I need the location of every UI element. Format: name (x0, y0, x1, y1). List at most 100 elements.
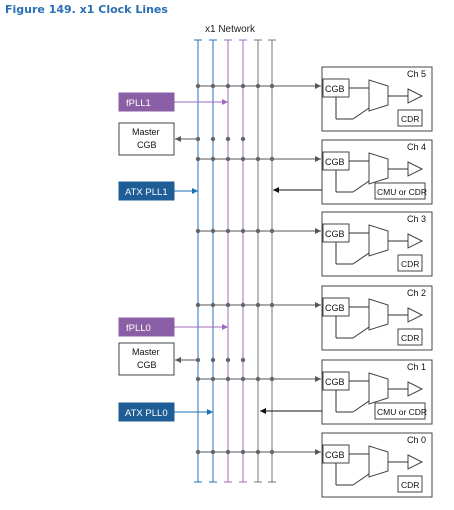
tap-dot (225, 449, 231, 455)
tap-dot (255, 302, 261, 308)
wire (352, 473, 370, 486)
tap-dot (269, 228, 275, 234)
tap-dot (269, 156, 275, 162)
mux-shape (368, 224, 389, 257)
tap-dot (240, 156, 246, 162)
master-cgb-0-dot (210, 357, 216, 363)
atx-pll0-block (118, 402, 175, 422)
master-cgb-0-label-1: Master (132, 347, 160, 357)
master-cgb-1-dot (240, 136, 246, 142)
cmu-cdr-label: CMU or CDR (377, 407, 427, 417)
cdr-label: CDR (401, 259, 419, 269)
tap-dot (255, 228, 261, 234)
wire (352, 326, 370, 339)
cgb-label: CGB (325, 377, 345, 387)
master-cgb-0-dot (225, 357, 231, 363)
master-cgb-1-label-1: Master (132, 127, 160, 137)
channel-label: Ch 5 (407, 69, 426, 79)
tap-dot (240, 302, 246, 308)
atx-pll0-label: ATX PLL0 (125, 408, 168, 419)
wire (352, 252, 370, 265)
tap-dot (269, 449, 275, 455)
tap-dot (255, 449, 261, 455)
channel-label: Ch 2 (407, 288, 426, 298)
tap-dot (240, 228, 246, 234)
fpll1-block (118, 92, 175, 112)
tap-dot (269, 302, 275, 308)
mux-shape (368, 372, 389, 405)
wire (352, 180, 370, 193)
wire (352, 107, 370, 120)
tap-dot (225, 156, 231, 162)
tap-dot (195, 449, 201, 455)
atx-pll1-label: ATX PLL1 (125, 187, 168, 198)
master-cgb-0-block (118, 342, 175, 376)
cmu-cdr-box (374, 402, 426, 420)
tap-dot (225, 228, 231, 234)
cdr-label: CDR (401, 480, 419, 490)
channel-label: Ch 4 (407, 142, 426, 152)
mux-shape (368, 79, 389, 112)
channel-label: Ch 0 (407, 435, 426, 445)
tap-dot (210, 302, 216, 308)
master-cgb-1-dot (195, 136, 201, 142)
tap-dot (210, 449, 216, 455)
master-cgb-1-block (118, 122, 175, 156)
tap-dot (225, 83, 231, 89)
fpll0-block (118, 317, 175, 337)
tap-dot (210, 156, 216, 162)
cgb-label: CGB (325, 450, 345, 460)
channel-ch0: Ch 0 CGB CDR (321, 432, 433, 498)
tap-dot (240, 83, 246, 89)
fpll1-label: fPLL1 (126, 98, 151, 109)
network-label: x1 Network (204, 24, 255, 35)
cdr-box (397, 109, 423, 127)
channel-ch1: Ch 1 CGB CMU or CDR (321, 359, 433, 425)
master-cgb-1-dot (225, 136, 231, 142)
master-cgb-0-dot (240, 357, 246, 363)
cgb-label: CGB (325, 84, 345, 94)
tap-dot (255, 156, 261, 162)
mux-shape (368, 298, 389, 331)
master-cgb-1-label-2: CGB (137, 140, 157, 150)
tap-dot (225, 376, 231, 382)
master-cgb-0-label-2: CGB (137, 360, 157, 370)
tap-dot (195, 83, 201, 89)
tap-dot (225, 302, 231, 308)
tap-dot (269, 376, 275, 382)
tap-dot (240, 376, 246, 382)
tap-dot (195, 376, 201, 382)
figure-title: Figure 149. x1 Clock Lines (5, 3, 168, 16)
tap-dot (210, 376, 216, 382)
fpll0-label: fPLL0 (126, 323, 151, 334)
cdr-box (397, 254, 423, 272)
tap-dot (269, 83, 275, 89)
cmu-cdr-label: CMU or CDR (377, 187, 427, 197)
cgb-label: CGB (325, 303, 345, 313)
cdr-label: CDR (401, 333, 419, 343)
tap-dot (195, 156, 201, 162)
tap-dot (195, 302, 201, 308)
cmu-cdr-box (374, 182, 426, 200)
cdr-box (397, 328, 423, 346)
atx-pll1-block (118, 181, 175, 201)
wire (352, 400, 370, 413)
tap-dot (240, 449, 246, 455)
mux-shape (368, 445, 389, 478)
tap-dot (210, 83, 216, 89)
mux-shape (368, 152, 389, 185)
master-cgb-1-dot (210, 136, 216, 142)
tap-dot (255, 376, 261, 382)
cgb-label: CGB (325, 157, 345, 167)
channel-ch2: Ch 2 CGB CDR (321, 285, 433, 351)
channel-ch4: Ch 4 CGB CMU or CDR (321, 139, 433, 205)
tap-dot (210, 228, 216, 234)
channel-label: Ch 1 (407, 362, 426, 372)
cgb-label: CGB (325, 229, 345, 239)
tap-dot (255, 83, 261, 89)
tap-dot (195, 228, 201, 234)
cdr-box (397, 475, 423, 493)
